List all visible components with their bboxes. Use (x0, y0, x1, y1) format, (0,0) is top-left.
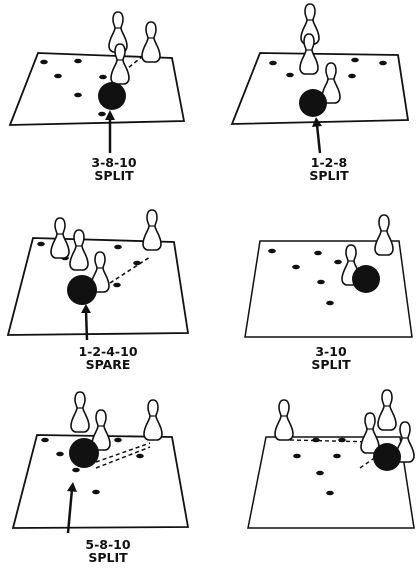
lane-deck (10, 53, 184, 125)
pin (361, 413, 379, 453)
diagram-label: 5-8-10 SPLIT (38, 538, 178, 564)
pin-dot (56, 452, 64, 457)
split-type-text: SPLIT (261, 358, 401, 371)
pin-dot (136, 454, 144, 459)
pin (378, 390, 396, 430)
pin-dot (41, 438, 49, 443)
pin-dot (37, 242, 45, 247)
bowling-ball (69, 438, 99, 468)
diagram-1-2-4-10-spare (8, 210, 188, 340)
pin-dot (326, 491, 334, 496)
pin-dot (92, 490, 100, 495)
pin-dot (333, 454, 341, 459)
diagram-label: 3-10 SPLIT (261, 345, 401, 371)
ball-path-line (68, 489, 72, 533)
diagram-label: 3-8-10 SPLIT (44, 156, 184, 182)
diagram-unlabelled (248, 390, 414, 528)
pin-dot (293, 454, 301, 459)
ball-path-line (317, 125, 320, 153)
diagram-label: 1-2-4-10 SPARE (38, 345, 178, 371)
bowling-ball (373, 443, 401, 471)
pin-dot (317, 280, 325, 285)
pin-dot (54, 74, 62, 79)
pin-dot (334, 260, 342, 265)
bowling-ball (67, 275, 97, 305)
pin (142, 22, 160, 62)
pin-dot (379, 61, 387, 66)
pin-dot (268, 249, 276, 254)
diagram-label: 1-2-8 SPLIT (259, 156, 399, 182)
diagram-3-10-split (245, 215, 412, 337)
split-type-text: SPARE (38, 358, 178, 371)
diagram-1-2-8-split (232, 4, 408, 153)
pin-dot (74, 59, 82, 64)
pin-dot (351, 58, 359, 63)
pin-dot (114, 245, 122, 250)
pin (71, 392, 89, 432)
pin-dot (292, 265, 300, 270)
arrow-head (105, 110, 115, 120)
pin-dot (98, 112, 106, 117)
pin-dot (40, 60, 48, 65)
pin-dot (99, 75, 107, 80)
split-type-text: SPLIT (38, 551, 178, 564)
pin (70, 230, 88, 270)
pin (375, 215, 393, 255)
split-dash-line (110, 257, 150, 283)
pin (275, 400, 293, 440)
diagram-5-8-10-split (13, 392, 188, 533)
bowling-ball (352, 265, 380, 293)
arrow-head (67, 482, 77, 492)
bowling-ball (98, 82, 126, 110)
diagram-3-8-10-split (10, 12, 184, 153)
pin-dot (348, 74, 356, 79)
ball-path-line (86, 311, 87, 340)
pin-dot (114, 438, 122, 443)
pin-dot (72, 468, 80, 473)
pin-dot (269, 61, 277, 66)
pin (144, 400, 162, 440)
bowling-ball (299, 89, 327, 117)
pin (143, 210, 161, 250)
pin-dot (74, 93, 82, 98)
pin-dot (316, 471, 324, 476)
split-type-text: SPLIT (44, 169, 184, 182)
arrow-head (81, 304, 91, 313)
pin-dot (326, 301, 334, 306)
pin-dot (113, 283, 121, 288)
pin-dot (286, 73, 294, 78)
pin-dot (314, 251, 322, 256)
split-type-text: SPLIT (259, 169, 399, 182)
